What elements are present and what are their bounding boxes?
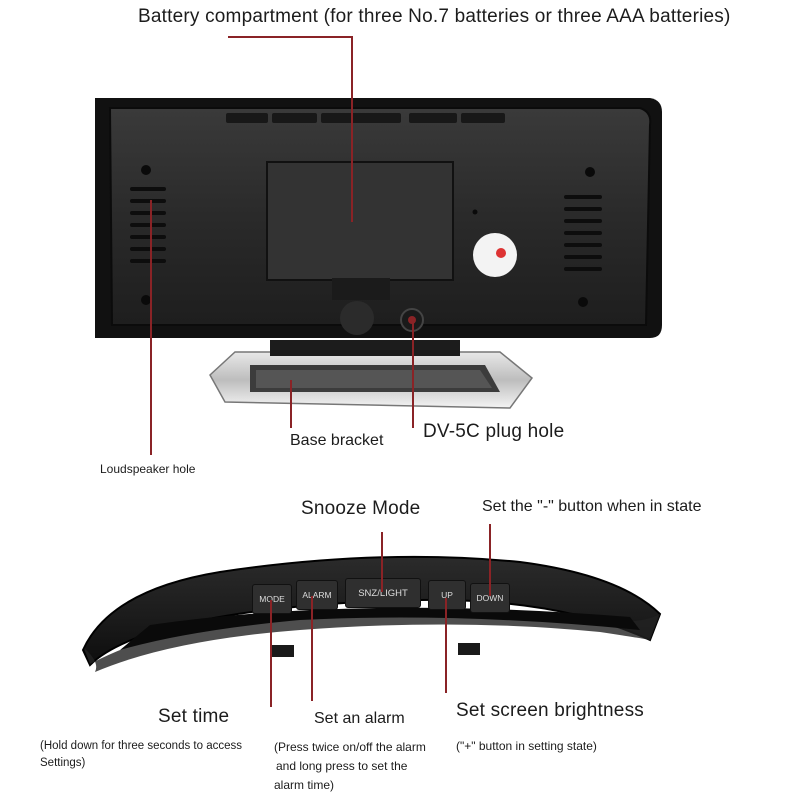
snooze-light-button[interactable]: SNZ/LIGHT (345, 578, 421, 608)
alarm-button[interactable]: ALARM (296, 580, 338, 610)
down-button[interactable]: DOWN (470, 583, 510, 613)
battery-compartment-label: Battery compartment (for three No.7 batt… (138, 6, 731, 27)
battery-leader (351, 36, 353, 222)
base-bracket-leader (290, 380, 292, 428)
mode-button[interactable]: MODE (252, 584, 292, 614)
minus-button-label: Set the "-" button when in state (482, 498, 702, 515)
up-button[interactable]: UP (428, 580, 466, 610)
set-alarm-label: Set an alarm (314, 710, 405, 727)
brightness-note: ("+" button in setting state) (456, 739, 597, 753)
speaker-leader (150, 200, 152, 455)
snooze-mode-label: Snooze Mode (301, 498, 421, 519)
battery-leader-h (228, 36, 352, 38)
set-alarm-note-2: and long press to set the (276, 759, 408, 773)
battery-compartment (266, 161, 454, 281)
base-bracket (209, 340, 534, 409)
dc-plug-leader (412, 320, 414, 428)
brightness-leader (445, 598, 447, 693)
clock-front-top-view (81, 555, 662, 672)
snooze-leader (381, 532, 383, 592)
set-time-label: Set time (158, 706, 230, 727)
base-bracket-label: Base bracket (290, 432, 384, 449)
minus-leader (489, 524, 491, 596)
set-alarm-note-1: (Press twice on/off the alarm (274, 740, 426, 754)
dc-plug-label: DV-5C plug hole (423, 421, 565, 442)
brightness-label: Set screen brightness (456, 700, 644, 721)
set-alarm-leader (311, 596, 313, 701)
clock-body-back (95, 98, 662, 338)
set-alarm-note-3: alarm time) (274, 778, 335, 792)
set-time-note-2: Settings) (40, 757, 86, 769)
speaker-hole-label: Loudspeaker hole (100, 462, 196, 476)
qc-sticker (473, 233, 517, 277)
set-time-leader (270, 600, 272, 707)
set-time-note-1: (Hold down for three seconds to access (40, 740, 242, 752)
